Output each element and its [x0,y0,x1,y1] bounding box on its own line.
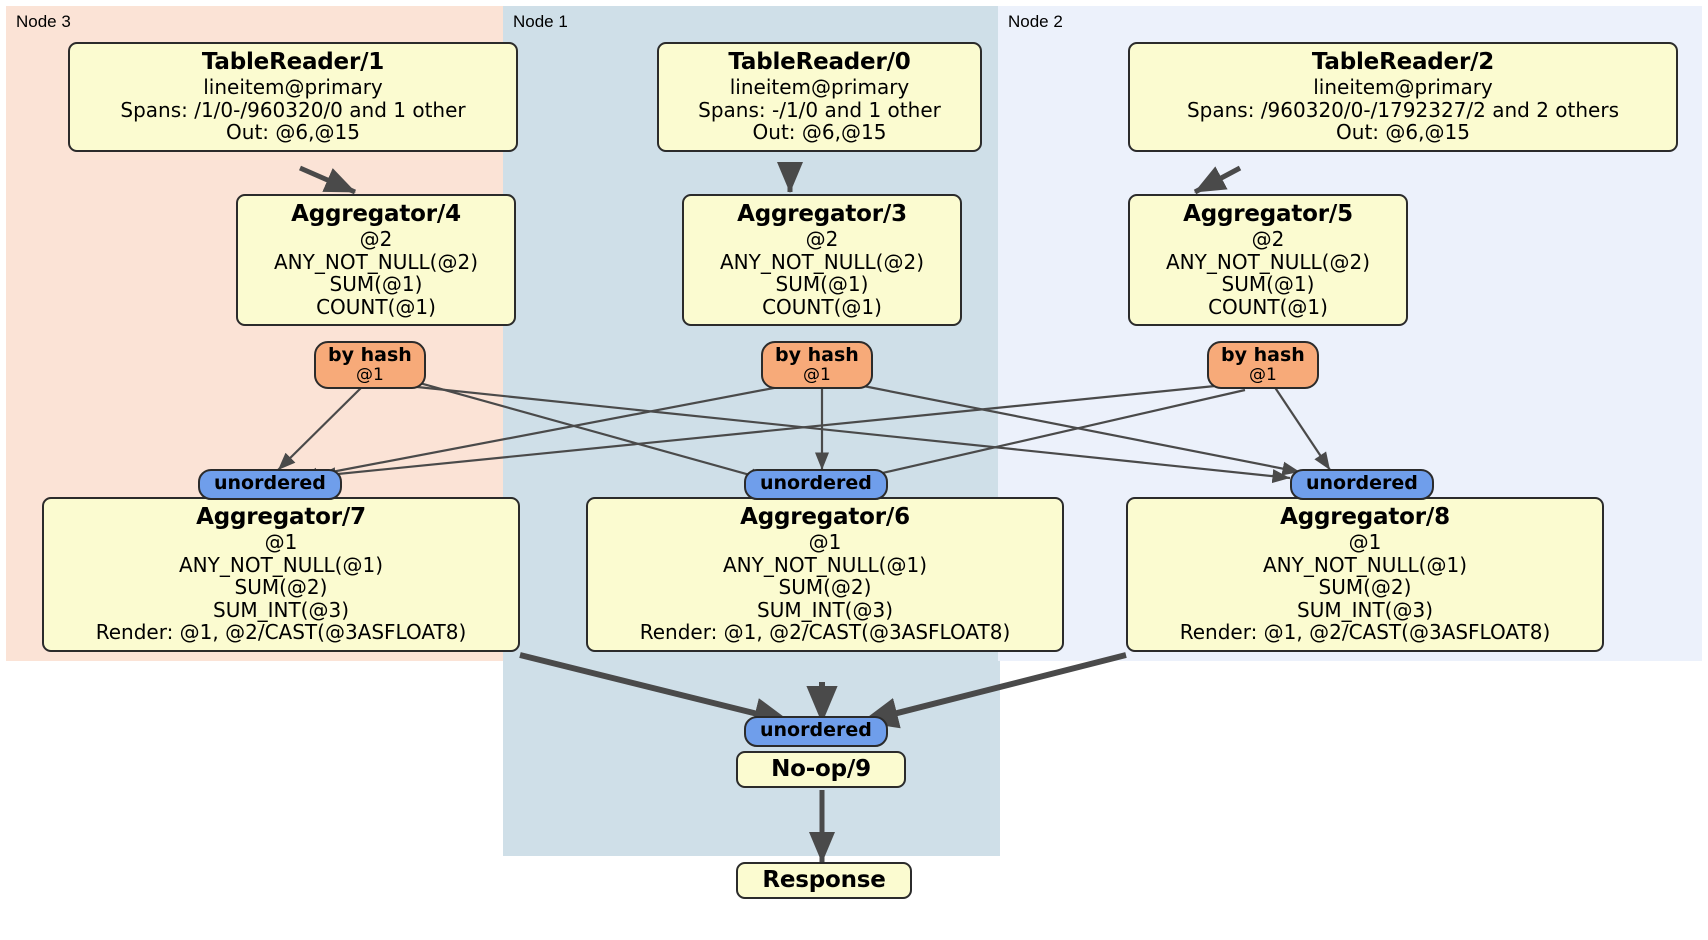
processor-title: Aggregator/5 [1183,201,1353,227]
processor-detail-line: ANY_NOT_NULL(@2) [1166,249,1370,274]
synchronizer-unordered-left[interactable]: unordered [198,469,342,500]
processor-title: Response [762,867,886,893]
processor-detail-line: SUM_INT(@3) [1297,597,1433,622]
processor-detail-line: COUNT(@1) [1208,294,1328,319]
router-column: @1 [355,364,384,385]
processor-detail-line: COUNT(@1) [316,294,436,319]
processor-title: No-op/9 [771,756,871,782]
processor-detail-line: COUNT(@1) [762,294,882,319]
processor-table-reader-1[interactable]: TableReader/1 lineitem@primary Spans: /1… [68,42,518,152]
node-region-label: Node 2 [1008,12,1063,31]
node-region-label: Node 3 [16,12,71,31]
processor-title: Aggregator/7 [196,504,366,530]
processor-detail-line: Spans: /960320/0-/1792327/2 and 2 others [1186,97,1619,122]
processor-detail-line: SUM_INT(@3) [757,597,893,622]
processor-noop-9[interactable]: No-op/9 [736,751,906,788]
processor-detail-line: lineitem@primary [203,74,383,99]
synchronizer-unordered-center[interactable]: unordered [744,469,888,500]
node-region-label: Node 1 [513,12,568,31]
processor-detail-line: ANY_NOT_NULL(@1) [1263,552,1467,577]
processor-title: TableReader/0 [728,49,911,75]
synchronizer-unordered-final[interactable]: unordered [744,716,888,747]
router-column: @1 [1248,364,1277,385]
processor-detail-line: @2 [805,226,839,251]
processor-title: Aggregator/6 [740,504,910,530]
processor-aggregator-6[interactable]: Aggregator/6 @1 ANY_NOT_NULL(@1) SUM(@2)… [586,497,1064,652]
processor-detail-line: lineitem@primary [729,74,910,99]
processor-aggregator-3[interactable]: Aggregator/3 @2 ANY_NOT_NULL(@2) SUM(@1)… [682,194,962,327]
processor-aggregator-7[interactable]: Aggregator/7 @1 ANY_NOT_NULL(@1) SUM(@2)… [42,497,520,652]
processor-detail-line: SUM(@2) [778,575,872,600]
processor-detail-line: Spans: -/1/0 and 1 other [698,97,941,122]
processor-aggregator-5[interactable]: Aggregator/5 @2 ANY_NOT_NULL(@2) SUM(@1)… [1128,194,1408,327]
processor-aggregator-4[interactable]: Aggregator/4 @2 ANY_NOT_NULL(@2) SUM(@1)… [236,194,516,327]
processor-detail-line: @1 [808,529,842,554]
processor-detail-line: Out: @6,@15 [1336,120,1470,145]
processor-detail-line: SUM(@2) [234,575,328,600]
processor-detail-line: Render: @1, @2/CAST(@3ASFLOAT8) [95,620,467,645]
router-by-hash-right[interactable]: by hash @1 [1207,341,1319,389]
processor-detail-line: Render: @1, @2/CAST(@3ASFLOAT8) [1179,620,1551,645]
processor-detail-line: ANY_NOT_NULL(@1) [179,552,383,577]
processor-title: Aggregator/4 [291,201,461,227]
processor-detail-line: Render: @1, @2/CAST(@3ASFLOAT8) [639,620,1011,645]
processor-detail-line: ANY_NOT_NULL(@1) [723,552,927,577]
router-label: by hash [1221,344,1305,366]
processor-detail-line: ANY_NOT_NULL(@2) [720,249,924,274]
router-label: by hash [328,344,412,366]
processor-detail-line: @1 [1348,529,1382,554]
processor-detail-line: Out: @6,@15 [226,120,360,145]
router-column: @1 [802,364,831,385]
synchronizer-unordered-right[interactable]: unordered [1290,469,1434,500]
processor-detail-line: SUM_INT(@3) [213,597,349,622]
processor-detail-line: Spans: /1/0-/960320/0 and 1 other [120,97,466,122]
processor-detail-line: SUM(@1) [775,272,869,297]
processor-detail-line: SUM(@2) [1318,575,1412,600]
processor-detail-line: SUM(@1) [329,272,423,297]
processor-table-reader-0[interactable]: TableReader/0 lineitem@primary Spans: -/… [657,42,982,152]
processor-aggregator-8[interactable]: Aggregator/8 @1 ANY_NOT_NULL(@1) SUM(@2)… [1126,497,1604,652]
processor-table-reader-2[interactable]: TableReader/2 lineitem@primary Spans: /9… [1128,42,1678,152]
processor-detail-line: @1 [264,529,298,554]
processor-title: TableReader/1 [201,49,385,75]
processor-title: Aggregator/3 [737,201,907,227]
processor-detail-line: SUM(@1) [1221,272,1315,297]
processor-detail-line: @2 [1251,226,1285,251]
processor-title: Aggregator/8 [1280,504,1450,530]
processor-title: TableReader/2 [1311,49,1495,75]
router-label: by hash [775,344,859,366]
processor-detail-line: ANY_NOT_NULL(@2) [274,249,478,274]
processor-detail-line: @2 [359,226,393,251]
processor-detail-line: lineitem@primary [1313,74,1493,99]
processor-detail-line: Out: @6,@15 [752,120,887,145]
processor-response[interactable]: Response [736,862,912,899]
router-by-hash-left[interactable]: by hash @1 [314,341,426,389]
router-by-hash-center[interactable]: by hash @1 [761,341,873,389]
